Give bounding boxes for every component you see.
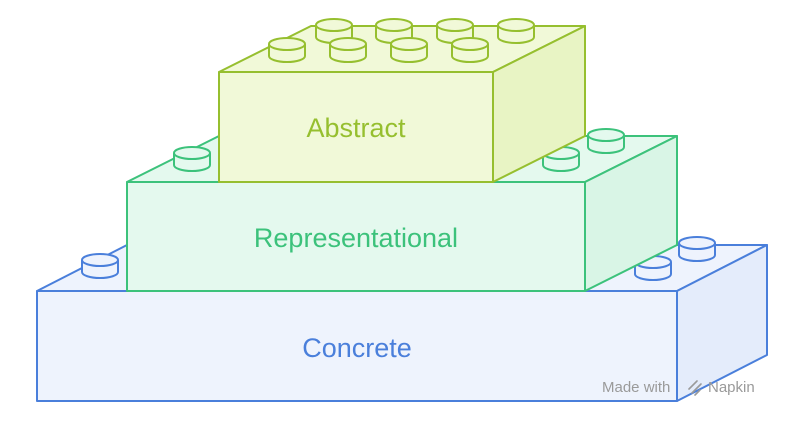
brick-abstract-front	[218, 71, 494, 183]
brick-representational-stud	[587, 128, 625, 154]
brick-abstract-stud	[497, 18, 535, 44]
brick-abstract-stud	[451, 37, 489, 63]
brick-representational-stud	[173, 146, 211, 172]
napkin-watermark[interactable]: Made with Napkin	[602, 379, 755, 396]
layer-label-concrete: Concrete	[302, 333, 412, 363]
brick-concrete-stud	[81, 253, 119, 279]
layer-label-abstract: Abstract	[306, 113, 406, 143]
layer-label-representational: Representational	[254, 223, 458, 253]
brick-abstract-stud	[329, 37, 367, 63]
watermark-prefix: Made with	[602, 379, 670, 396]
brick-abstract-stud	[268, 37, 306, 63]
brick-concrete-front	[36, 290, 678, 402]
brick-abstract: Abstract	[218, 18, 586, 183]
watermark-brand: Napkin	[708, 379, 755, 396]
brick-concrete-stud	[678, 236, 716, 262]
napkin-logo-icon	[688, 380, 702, 396]
brick-concrete-stud	[634, 255, 672, 281]
brick-abstract-stud	[390, 37, 428, 63]
